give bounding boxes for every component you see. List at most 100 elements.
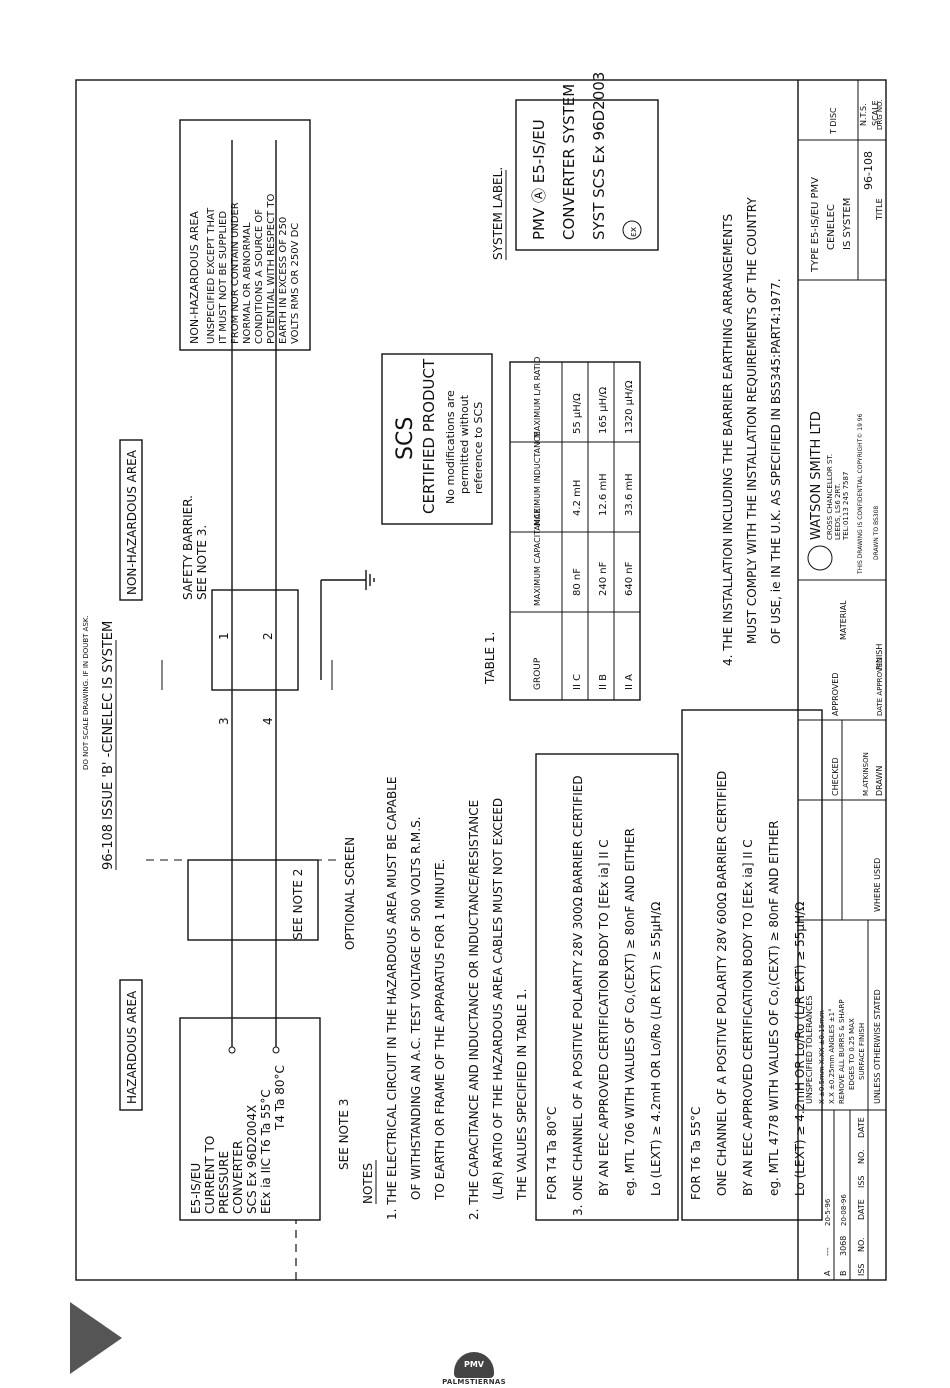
approved-label: APPROVED [831,672,840,716]
table1-heading: TABLE 1. [483,632,497,685]
table1-cell: II C [572,674,583,690]
note3-line: 3. ONE CHANNEL OF A POSITIVE POLARITY 28… [571,775,585,1216]
table1-cell: 165 µH/Ω [598,386,609,434]
table1-cell: 240 nF [598,561,609,596]
note1-line: TO EARTH OR FRAME OF THE APPARATUS FOR 1… [433,859,447,1201]
scs-line: No modifications are [444,390,457,504]
note3-box [535,753,679,1221]
system-label-line: CONVERTER SYSTEM [560,84,578,240]
company-address: CROSS CHANCELLOR ST. [826,454,834,540]
nh-note-title: NON-HAZARDOUS AREA [188,211,201,344]
rev-cell: 20-5-96 [824,1198,832,1226]
drawing-number-label: DRG NO. [876,99,884,130]
terminal-2: 2 [261,632,275,640]
note3-line: eg. MTL 706 WITH VALUES OF Co,(CEXT) ≥ 8… [623,828,637,1196]
terminal-4: 4 [261,717,275,725]
note2-line: (L/R) RATIO OF THE HAZARDOUS AREA CABLES… [491,798,505,1200]
table1-cell: 33.6 mH [624,473,635,516]
see-note-3-label: SEE NOTE 3 [337,1099,351,1170]
device-line: CURRENT TO [203,1136,217,1214]
nh-note-line: FROM NOR CONTAIN UNDER [230,202,241,344]
drawing-title: 96-108 ISSUE 'B' -CENELEC IS SYSTEM [101,621,116,870]
material-label: MATERIAL [839,600,848,640]
table1-cell: 640 nF [624,561,635,596]
system-label-line: SYST SCS Ex 96D2003 [590,72,608,240]
finish-label: FINISH [875,644,884,670]
nh-note-line: EARTH IN EXCESS OF 250 [278,217,289,344]
brand-logo: PMV PALMSTIERNAS [440,1352,508,1388]
scs-title: SCS [393,417,418,460]
system-label-heading: SYSTEM LABEL. [491,167,505,260]
nh-note-line: VOLTS RMS OR 250V DC [290,223,301,344]
non-hazardous-note-box [179,119,311,351]
note2-line: 2. THE CAPACITANCE AND INDUCTANCE OR IND… [467,800,481,1220]
rev-cell: 20-08-96 [840,1194,848,1226]
table1-cell: 80 nF [572,568,583,596]
table1-cell: 55 µH/Ω [572,393,583,434]
where-used-label: WHERE USED [873,858,882,912]
drawn-to-standard: DRAWN TO BS308 [873,506,880,560]
rev-header: DATE [857,1199,866,1220]
scale-note: DO NOT SCALE DRAWING. IF IN DOUBT ASK. [82,615,90,770]
terminal-3: 3 [217,717,231,725]
device-line: PRESSURE [217,1151,231,1214]
rev-header: NO. [857,1238,866,1253]
screen-box [187,859,319,941]
note4-line: OF USE, ie IN THE U.K. AS SPECIFIED IN B… [769,278,783,644]
rev-header: ISS [857,1263,866,1276]
rev-header: NO. [857,1150,866,1165]
drawn-name: M.ATKINSON [862,752,870,796]
note3b-line: eg. MTL 4778 WITH VALUES OF Co,(CEXT) ≥ … [767,820,781,1196]
title-block: ISS NO. DATE ISS NO. DATE B 3068 20-08-9… [797,80,886,1280]
title-label: TITLE [875,198,884,221]
drawing-border [75,79,887,1281]
safety-barrier-box [211,589,299,691]
company-name: WATSON SMITH LTD [809,411,824,540]
hazardous-area-box [119,979,143,1111]
rev-header: DATE [857,1117,866,1138]
company-address: LEEDS, LS6 2RT. [834,483,842,540]
table1-cell: II A [624,674,635,690]
non-hazardous-area-box [119,439,143,601]
device-line: SCS Ex 96D2004X [245,1105,259,1214]
nh-note-line: IT MUST NOT BE SUPPLIED [218,211,229,344]
scale-value: N.T.S. [859,103,868,126]
note3-line: BY AN EEC APPROVED CERTIFICATION BODY TO… [597,839,611,1196]
note4-line: MUST COMPLY WITH THE INSTALLATION REQUIR… [745,197,759,644]
rev-header: ISS [857,1175,866,1188]
tolerance-line: X ±0.5mm X.XX ±0.15mm [818,1010,826,1104]
scs-line: reference to SCS [472,402,485,494]
product-title-line: CENELEC [826,204,837,250]
nh-note-line: POTENTIAL WITH RESPECT TO [266,194,277,344]
system-label-box [515,99,659,251]
table1-cell: 1320 µH/Ω [624,380,635,434]
next-page-arrow-icon[interactable] [70,1302,122,1374]
terminal-1: 1 [217,632,231,640]
table1: GROUP MAXIMUM CAPACITANCE MAXIMUM INDUCT… [509,357,641,701]
rev-cell: A [823,1270,832,1276]
device-line: CONVERTER [231,1141,245,1214]
tolerance-line: UNLESS OTHERWISE STATED [873,989,882,1104]
device-line: EEx ia IIC T6 Ta 55°C [259,1089,273,1214]
table1-header: GROUP [533,657,543,690]
device-line: T4 Ta 80°C [273,1065,287,1131]
optional-screen-label: OPTIONAL SCREEN [343,837,357,950]
tolerance-line: SURFACE FINISH [858,1023,866,1080]
nh-note-line: UNSPECIFIED EXCEPT THAT [206,207,217,344]
table1-header: MAXIMUM L/R RATIO [533,357,542,438]
brand-mark: PMV [463,1360,484,1369]
company-logo-icon [807,545,833,571]
note4-line: 4. THE INSTALLATION INCLUDING THE BARRIE… [721,214,735,666]
rotated-drawing: DO NOT SCALE DRAWING. IF IN DOUBT ASK. 9… [82,72,886,1280]
note3b-line: ONE CHANNEL OF A POSITIVE POLARITY 28V 6… [715,771,729,1196]
note3b-line: BY AN EEC APPROVED CERTIFICATION BODY TO… [741,839,755,1196]
rev-cell: B [839,1271,848,1277]
copyright-line: THIS DRAWING IS CONFIDENTIAL COPYRIGHT© … [857,413,864,575]
company-address: TEL:0113 245 7587 [842,472,850,541]
tolerance-line: EDGES TO 0.25 MAX [848,1018,856,1090]
ex-mark-icon [622,220,642,240]
drawing-number: 96-108 [862,151,875,190]
ex-mark: εx [629,226,639,237]
scs-line: permitted without [458,394,471,494]
